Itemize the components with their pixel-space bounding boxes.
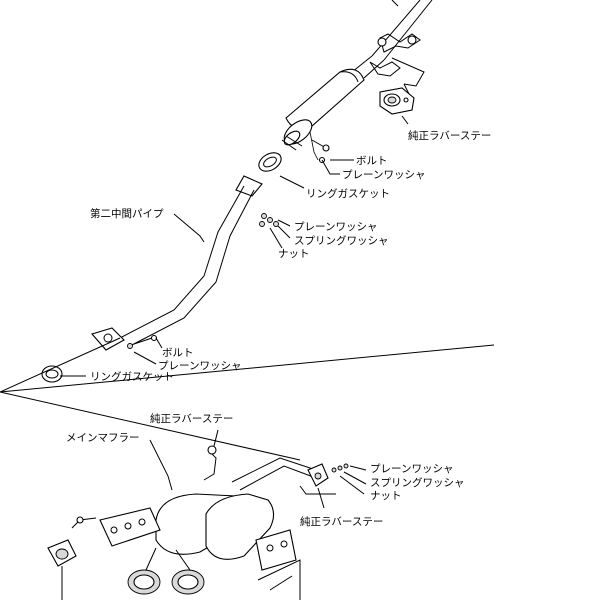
label-rubber-stay-mid: 純正ラバーステー: [150, 413, 234, 425]
front-pipe: [351, 0, 433, 79]
label-plain-washer-3: プレーンワッシャ: [158, 360, 242, 372]
label-plain-washer-2: プレーンワッシャ: [294, 221, 378, 233]
label-spring-washer-1: スプリングワッシャ: [294, 235, 389, 247]
label-second-mid-pipe: 第二中間パイプ: [90, 208, 164, 220]
rubber-mount-mid: [307, 463, 349, 487]
bolt-washer-upper: [309, 131, 330, 164]
section-divider: [0, 337, 495, 461]
label-nut-2: ナット: [370, 490, 402, 502]
rubber-mount-top: [379, 83, 415, 115]
label-plain-washer-4: プレーンワッシャ: [370, 463, 454, 475]
label-ring-gasket-1: リングガスケット: [306, 188, 390, 200]
ring-gasket-1: [258, 152, 282, 172]
rubber-mount-bottom: [47, 516, 97, 600]
label-rubber-stay-top: 純正ラバーステー: [408, 130, 492, 142]
label-main-muffler: メインマフラー: [66, 432, 140, 444]
resonator: [281, 68, 365, 151]
label-bolt-1: ボルト: [356, 155, 388, 167]
ring-gasket-2: [41, 365, 63, 383]
leader-lines: [60, 115, 409, 509]
nut-stack-upper: [259, 213, 279, 227]
upper-hanger-bracket: [369, 33, 425, 87]
label-spring-washer-2: スプリングワッシャ: [370, 477, 465, 489]
second-mid-pipe: [91, 175, 263, 351]
label-ring-gasket-2: リングガスケット: [90, 371, 174, 383]
label-plain-washer-1: プレーンワッシャ: [342, 169, 426, 181]
label-rubber-stay-bottom: 純正ラバーステー: [300, 516, 384, 528]
main-muffler-assembly: [99, 445, 336, 600]
bolt-washer-lower: [127, 334, 158, 349]
label-bolt-2: ボルト: [162, 347, 194, 359]
label-nut-1: ナット: [278, 248, 310, 260]
